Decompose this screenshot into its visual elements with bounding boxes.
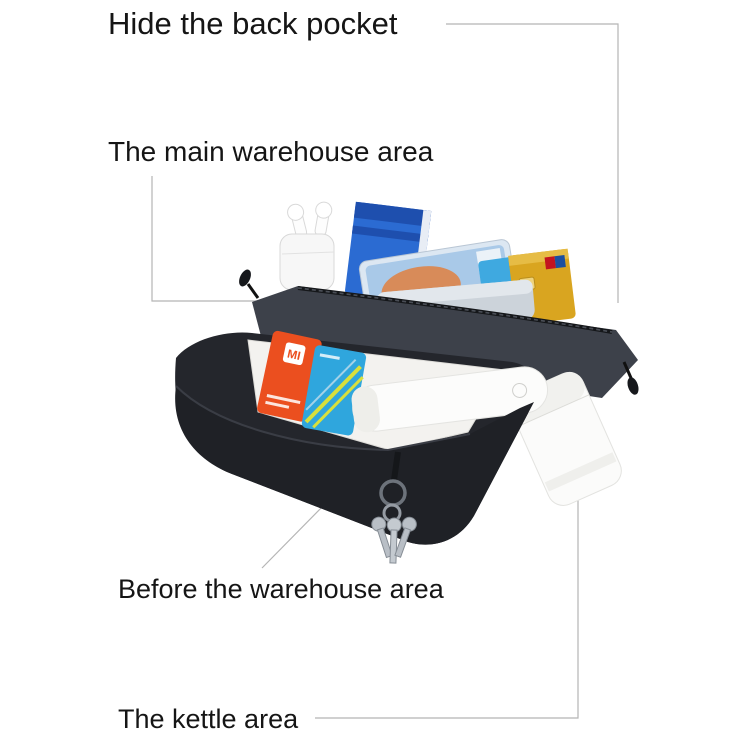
label-back-pocket: Hide the back pocket xyxy=(108,6,398,41)
leader-kettle xyxy=(315,484,579,719)
key-1 xyxy=(371,516,393,559)
mi-logo-text: MI xyxy=(286,346,302,362)
key-strap xyxy=(391,451,401,481)
label-main-warehouse: The main warehouse area xyxy=(108,136,434,167)
white-tube xyxy=(351,366,549,433)
mi-logo-box xyxy=(282,342,306,366)
key-3 xyxy=(394,516,417,558)
keys xyxy=(371,451,417,564)
leader-back-pocket xyxy=(446,23,619,303)
leader-main-warehouse xyxy=(151,176,366,302)
earbuds-case xyxy=(279,233,335,291)
label-front-warehouse: Before the warehouse area xyxy=(118,574,444,604)
earbuds xyxy=(279,201,335,291)
mi-card: MI xyxy=(257,330,322,422)
label-kettle: The kettle area xyxy=(118,704,299,734)
zipper-pull-right-icon xyxy=(622,361,639,395)
main-compartment-wall xyxy=(252,286,638,398)
zipper-pull-left-icon xyxy=(239,269,260,299)
earbud-right xyxy=(314,201,333,237)
transit-card xyxy=(301,345,367,436)
front-rim xyxy=(175,386,534,545)
earbud-left xyxy=(287,203,308,239)
